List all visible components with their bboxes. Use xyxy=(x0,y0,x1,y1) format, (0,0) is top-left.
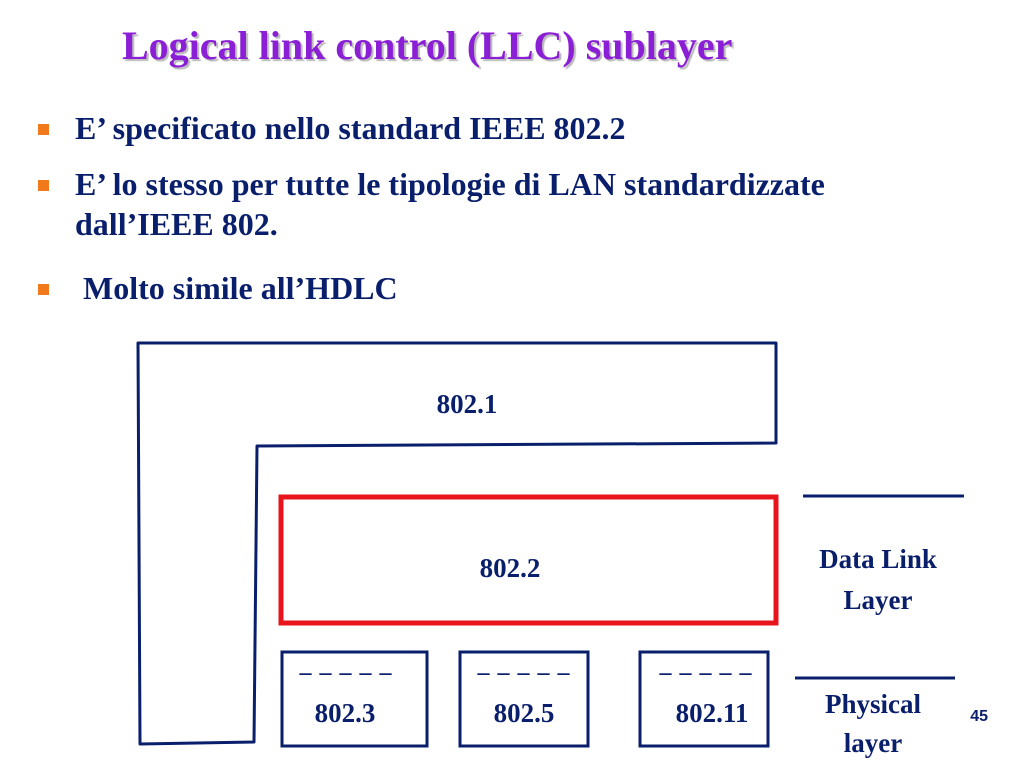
block-802-3-divider: – – – – – xyxy=(299,660,393,686)
block-802-1-label: 802.1 xyxy=(437,389,498,419)
block-802-11-label: 802.11 xyxy=(676,698,749,728)
bullet-item-2: E’ lo stesso per tutte le tipologie di L… xyxy=(38,164,825,244)
bullet-text-2-line1: E’ lo stesso per tutte le tipologie di L… xyxy=(75,166,825,202)
block-802-2-label: 802.2 xyxy=(480,553,541,583)
bullet-item-1: E’ specificato nello standard IEEE 802.2 xyxy=(38,108,626,148)
bullet-text-2: E’ lo stesso per tutte le tipologie di L… xyxy=(75,164,825,244)
block-802-5-outline xyxy=(458,650,590,748)
bullet-square-icon xyxy=(38,284,49,295)
physical-layer-label-line1: Physical xyxy=(825,689,922,719)
block-802-1-outline xyxy=(136,341,778,746)
bullet-text-1: E’ specificato nello standard IEEE 802.2 xyxy=(75,110,626,146)
bullet-square-icon xyxy=(38,180,49,191)
block-802-5-label: 802.5 xyxy=(494,698,555,728)
block-802-3-label: 802.3 xyxy=(315,698,376,728)
bullet-text-3: Molto simile all’HDLC xyxy=(75,270,398,306)
block-802-3-outline xyxy=(280,650,429,748)
block-802-11-outline xyxy=(638,650,770,748)
physical-layer-label-line2: layer xyxy=(844,728,902,758)
block-802-5-divider: – – – – – xyxy=(477,660,571,686)
block-802-2-outline xyxy=(278,494,779,626)
bullet-item-3: Molto simile all’HDLC xyxy=(38,268,398,308)
bullet-square-icon xyxy=(38,124,49,135)
data-link-layer-label-line1: Data Link xyxy=(819,544,937,574)
page-number: 45 xyxy=(970,708,988,725)
bullet-text-2-line2: dall’IEEE 802. xyxy=(75,206,278,242)
slide-title: Logical link control (LLC) sublayer xyxy=(122,23,733,68)
data-link-layer-label-line2: Layer xyxy=(844,585,913,615)
block-802-11-divider: – – – – – xyxy=(659,660,753,686)
